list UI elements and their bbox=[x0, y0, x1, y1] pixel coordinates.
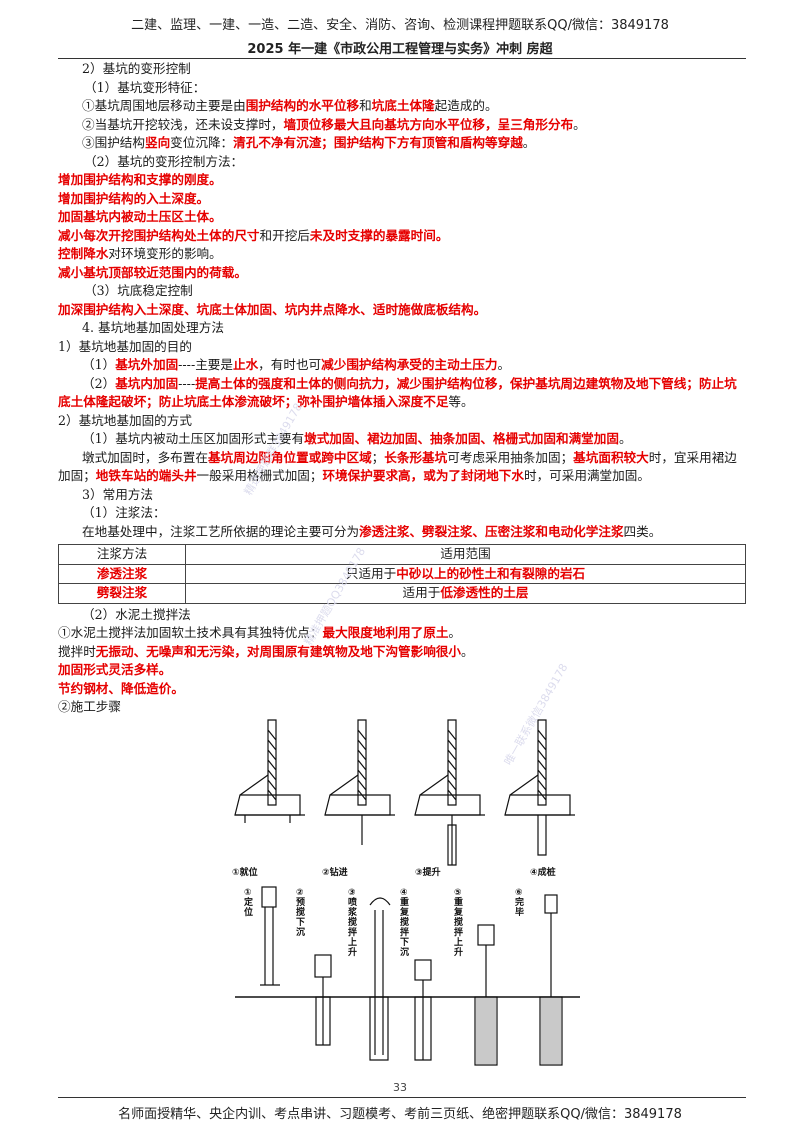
rig-drawings bbox=[234, 719, 575, 866]
paragraph: ②当基坑开挖较浅，还未设支撑时，墙顶位移最大且向基坑方向水平位移，呈三角形分布。 bbox=[82, 116, 586, 132]
paragraph: （2）基坑内加固----提高土体的强度和土体的侧向抗力，减少围护结构位移，保护基… bbox=[58, 375, 737, 410]
table-header-cell: 注浆方法 bbox=[58, 544, 186, 565]
footer-rule bbox=[58, 1097, 746, 1098]
footer-contact-line: 名师面授精华、央企内训、考点串讲、习题模考、考前三页纸、绝密押题联系QQ/微信：… bbox=[118, 1107, 682, 1122]
section-heading: 2）基坑的变形控制 bbox=[82, 61, 191, 76]
svg-text:①就位: ①就位 bbox=[232, 866, 258, 878]
sub-step-drawings bbox=[260, 886, 563, 1066]
subsection-heading: （2）基坑的变形控制方法： bbox=[84, 153, 244, 169]
subsection-heading: （2）水泥土搅拌法 bbox=[82, 606, 191, 622]
section-heading: 4. 基坑地基加固处理方法 bbox=[82, 320, 224, 335]
paragraph: ③围护结构竖向变位沉降：清孔不净有沉渣；围护结构下方有顶管和盾构等穿越。 bbox=[82, 135, 536, 150]
subsection-heading: （1）基坑变形特征： bbox=[84, 79, 206, 95]
table-cell: 适用于低渗透性的土层 bbox=[185, 583, 746, 604]
paragraph: （1）基坑外加固----主要是止水，有时也可减少围护结构承受的主动土压力。 bbox=[82, 357, 511, 372]
subsection-heading: 1）基坑地基加固的目的 bbox=[58, 338, 192, 354]
hatched-piles bbox=[476, 998, 561, 1064]
method-item: 减小每次开挖围护结构处土体的尺寸和开挖后未及时支撑的暴露时间。 bbox=[58, 227, 449, 243]
table-header-cell: 适用范围 bbox=[185, 544, 746, 565]
header-contact-line: 二建、监理、一建、一造、二造、安全、消防、咨询、检测课程押题联系QQ/微信：38… bbox=[131, 18, 669, 33]
paragraph: 在地基处理中，注浆工艺所依据的理论主要可分为渗透注浆、劈裂注浆、压密注浆和电动化… bbox=[82, 523, 662, 539]
subsection-heading: （1）注浆法： bbox=[82, 505, 166, 520]
page-number: 33 bbox=[393, 1081, 407, 1094]
svg-text:⑥完毕: ⑥完毕 bbox=[515, 888, 524, 918]
paragraph: （1）基坑内被动土压区加固形式主要有墩式加固、裙边加固、抽条加固、格栅式加固和满… bbox=[82, 431, 632, 446]
table-cell: 渗透注浆 bbox=[58, 563, 186, 584]
paragraph: ①水泥土搅拌法加固软土技术具有其独特优点：最大限度地利用了原土。 bbox=[58, 625, 461, 640]
paragraph: 节约钢材、降低造价。 bbox=[58, 680, 184, 696]
svg-text:④成桩: ④成桩 bbox=[530, 866, 556, 878]
subsection-heading: （3）坑底稳定控制 bbox=[84, 283, 193, 298]
svg-text:③提升: ③提升 bbox=[415, 866, 441, 878]
table-cell: 只适用于中砂以上的砂性土和有裂隙的岩石 bbox=[185, 563, 746, 584]
table-row: 渗透注浆 只适用于中砂以上的砂性土和有裂隙的岩石 bbox=[58, 563, 746, 584]
method-item: 减小基坑顶部较近范围内的荷载。 bbox=[58, 264, 247, 280]
subsection-heading: 2）基坑地基加固的方式 bbox=[58, 412, 192, 428]
table-header-row: 注浆方法 适用范围 bbox=[58, 544, 746, 565]
paragraph: 加深围护结构入土深度、坑底土体加固、坑内井点降水、适时施做底板结构。 bbox=[58, 301, 487, 317]
paragraph: ①基坑周围地层移动主要是由围护结构的水平位移和坑底土体隆起造成的。 bbox=[82, 98, 498, 113]
subsection-heading: 3）常用方法 bbox=[82, 486, 153, 502]
document-title: 2025 年一建《市政公用工程管理与实务》冲刺 房超 bbox=[247, 42, 553, 57]
svg-text:②钻进: ②钻进 bbox=[322, 866, 348, 878]
table-cell: 劈裂注浆 bbox=[58, 583, 186, 604]
paragraph: ②施工步骤 bbox=[58, 699, 121, 714]
header-rule bbox=[58, 58, 746, 59]
grouting-table: 注浆方法 适用范围 渗透注浆 只适用于中砂以上的砂性土和有裂隙的岩石 劈裂注浆 … bbox=[58, 544, 746, 604]
method-item: 加固基坑内被动土压区土体。 bbox=[58, 209, 222, 224]
paragraph: 加固形式灵活多样。 bbox=[58, 662, 172, 677]
table-row: 劈裂注浆 适用于低渗透性的土层 bbox=[58, 583, 746, 604]
paragraph: 墩式加固时，多布置在基坑周边阳角位置或跨中区域；长条形基坑可考虑采用抽条加固；基… bbox=[58, 449, 737, 484]
method-item: 控制降水对环境变形的影响。 bbox=[58, 246, 222, 261]
document-body: 2）基坑的变形控制 （1）基坑变形特征： ①基坑周围地层移动主要是由围护结构的水… bbox=[58, 60, 748, 717]
step-labels: ①就位 ②钻进 ③提升 ④成桩 bbox=[232, 866, 556, 878]
method-item: 增加围护结构的入土深度。 bbox=[58, 190, 210, 206]
svg-text:①定位: ①定位 bbox=[243, 888, 254, 918]
paragraph: 搅拌时无振动、无噪声和无污染，对周围原有建筑物及地下沟管影响很小。 bbox=[58, 643, 474, 659]
method-item: 增加围护结构和支撑的刚度。 bbox=[58, 172, 222, 187]
